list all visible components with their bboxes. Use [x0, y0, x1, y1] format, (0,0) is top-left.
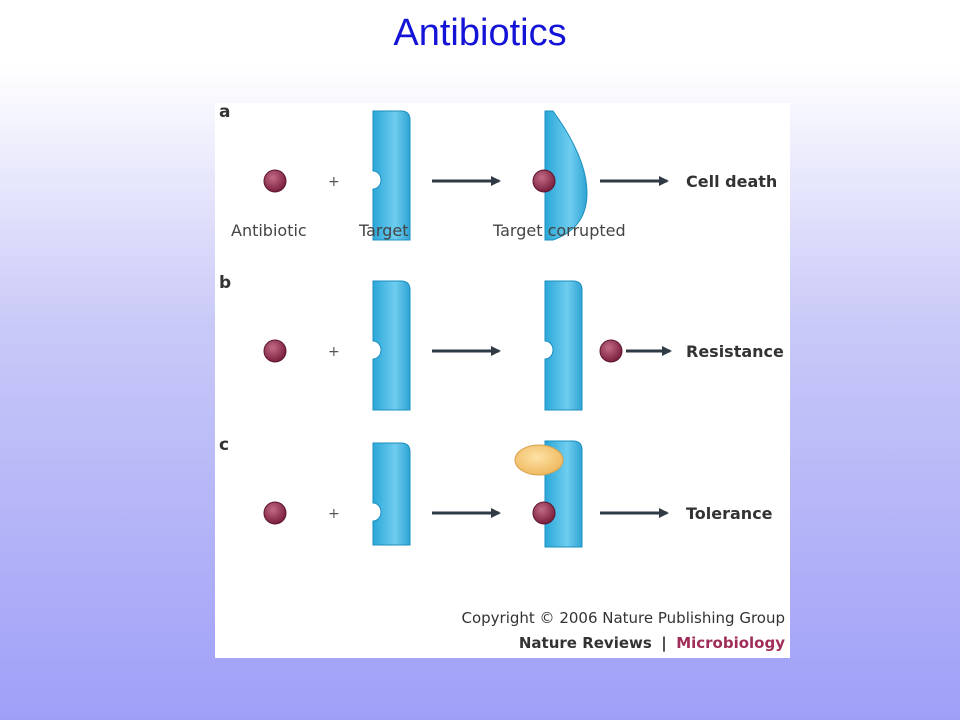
target-protein-icon	[372, 110, 411, 241]
target-protein-icon	[372, 280, 411, 411]
copyright-notice: Copyright © 2006 Nature Publishing Group	[461, 609, 785, 627]
journal-separator: |	[661, 634, 666, 653]
antibiotic-molecule-icon	[263, 501, 287, 525]
antibiotic-molecule-icon	[263, 169, 287, 193]
panel-b: b + Resistance	[219, 273, 784, 411]
label-antibiotic: Antibiotic	[231, 221, 307, 240]
unbound-antibiotic-icon	[599, 339, 623, 363]
journal-credit: Nature Reviews | Microbiology	[519, 634, 785, 653]
outcome-tolerance: Tolerance	[686, 504, 773, 523]
tolerance-protein-icon	[514, 444, 564, 476]
panel-c-letter: c	[219, 435, 229, 455]
target-protein-icon	[372, 442, 411, 546]
panel-a-letter: a	[219, 103, 230, 122]
plus-sign: +	[328, 174, 340, 190]
label-target-corrupted: Target corrupted	[492, 221, 626, 240]
bound-antibiotic-icon	[532, 169, 556, 193]
intact-target-icon	[544, 280, 583, 411]
outcome-cell-death: Cell death	[686, 172, 777, 191]
antibiotic-mechanism-figure: a + Cell death Antibiotic Target Target …	[215, 103, 790, 658]
slide-title: Antibiotics	[393, 12, 567, 54]
plus-sign: +	[328, 344, 340, 360]
bound-antibiotic-icon	[532, 501, 556, 525]
antibiotic-molecule-icon	[263, 339, 287, 363]
outcome-resistance: Resistance	[686, 342, 784, 361]
journal-section: Microbiology	[676, 634, 785, 652]
journal-name: Nature Reviews	[519, 634, 652, 652]
panel-b-letter: b	[219, 273, 231, 293]
panel-c: c + Tolerance	[219, 435, 773, 548]
panel-a: a + Cell death Antibiotic Target Target …	[219, 103, 777, 241]
corrupted-target-icon	[544, 110, 588, 241]
plus-sign: +	[328, 506, 340, 522]
label-target: Target	[358, 221, 409, 240]
